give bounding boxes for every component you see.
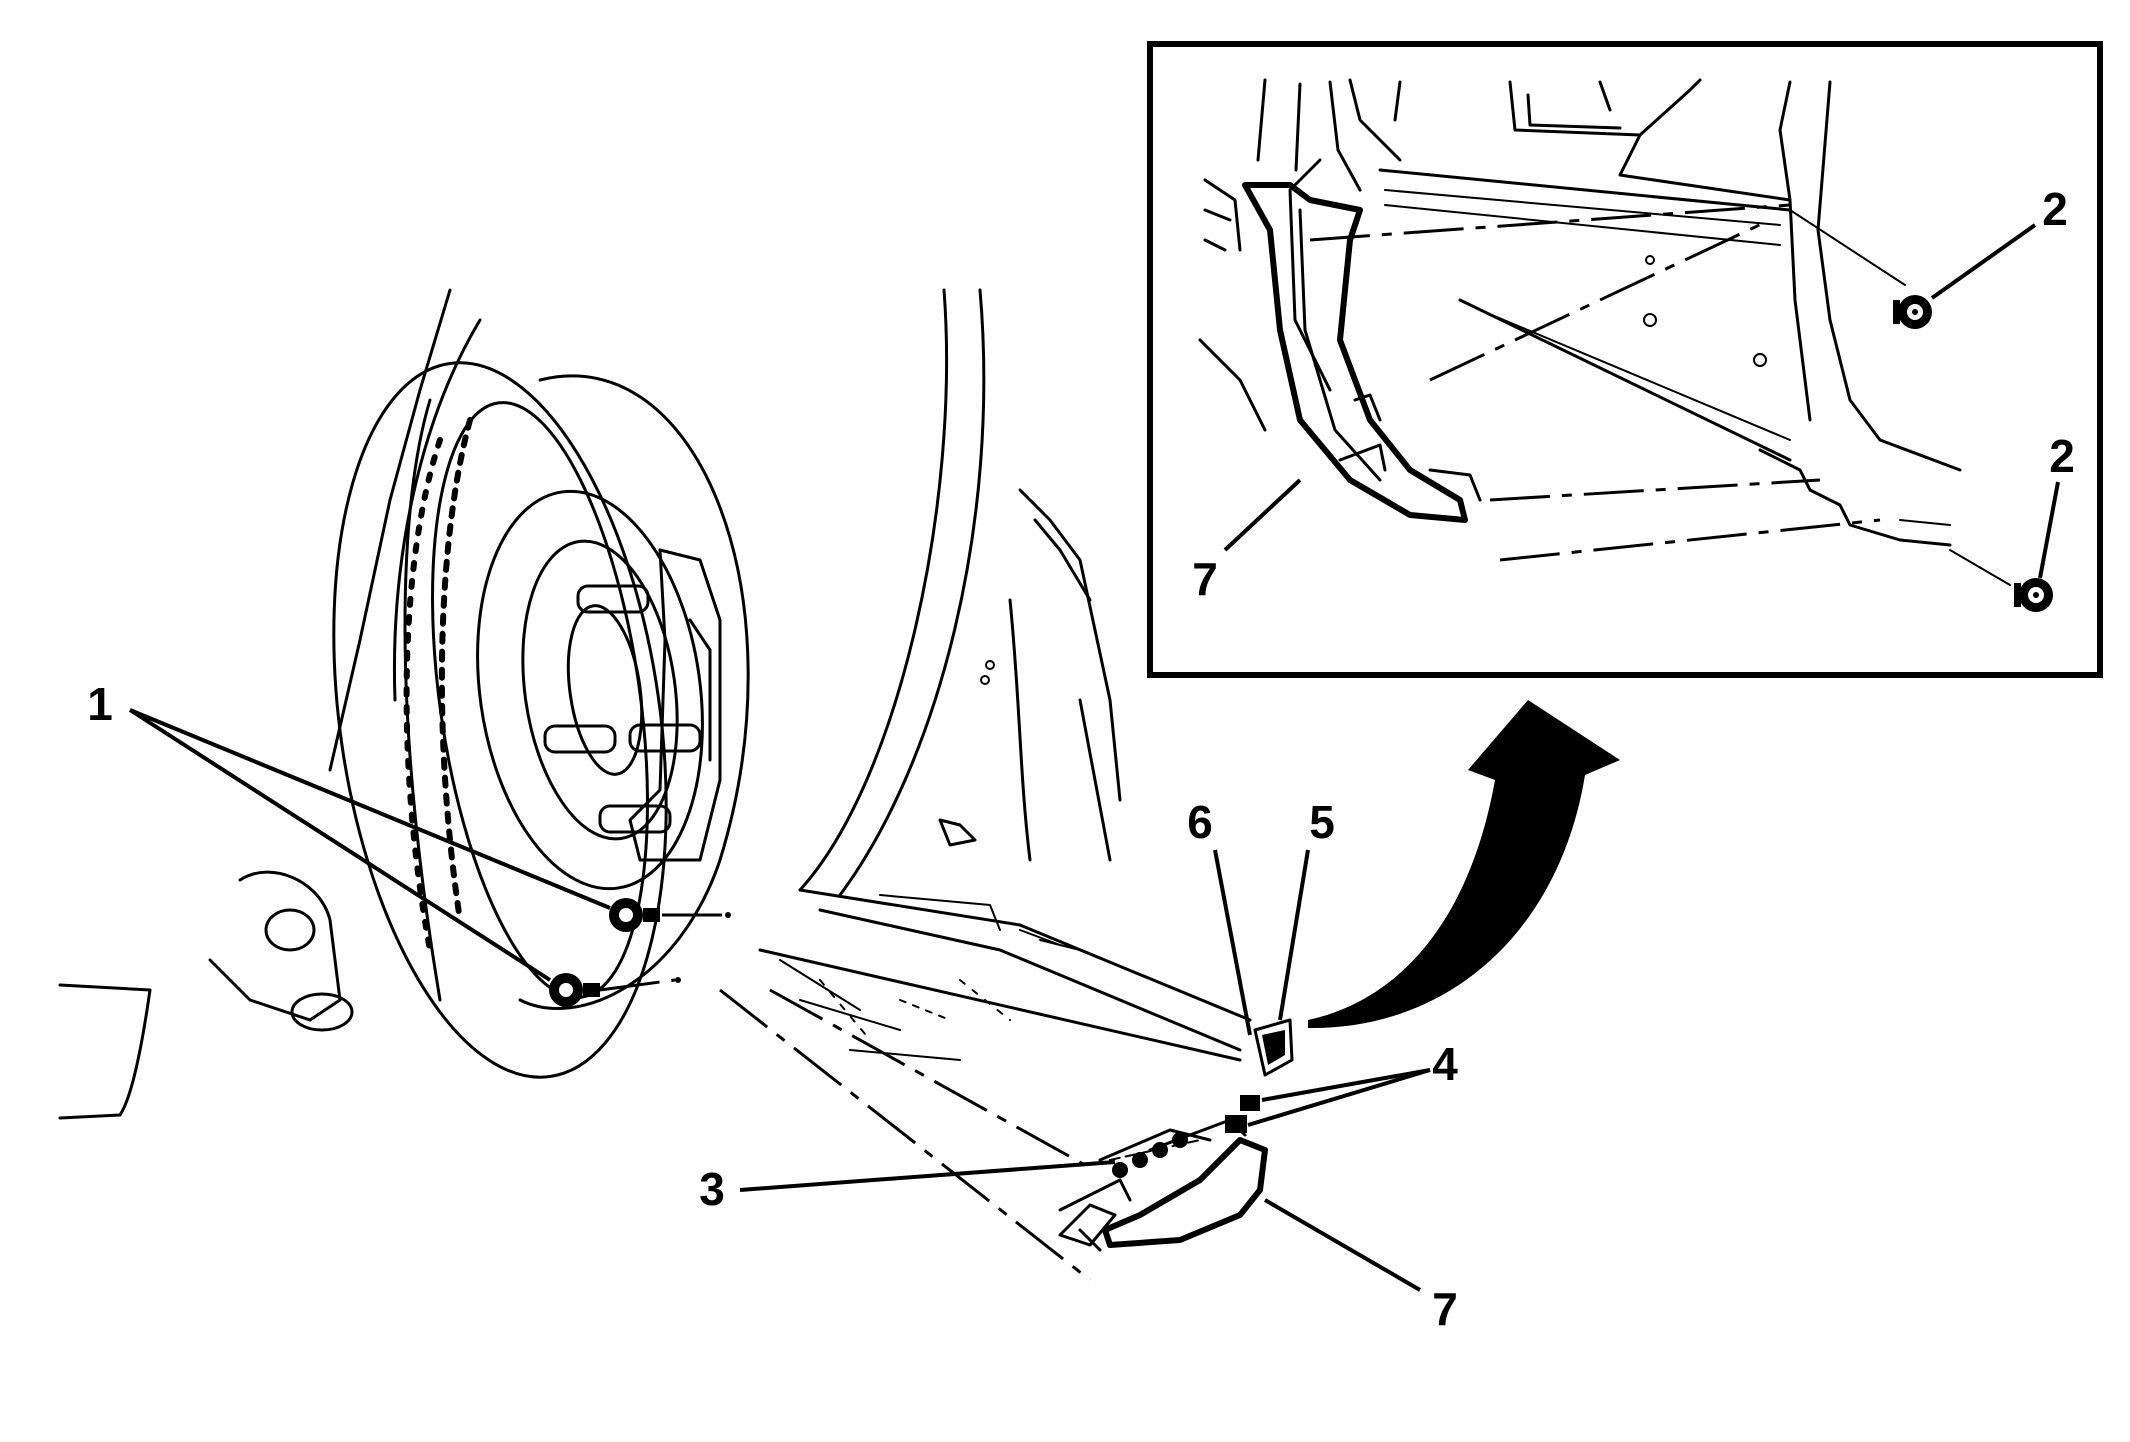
curved-arrow: [1308, 700, 1620, 1029]
bolt-1-lower: [549, 973, 600, 1007]
brake-rotor-assembly: [58, 288, 750, 1120]
detail-inset: 2 2 7: [1147, 41, 2103, 678]
molding-clips: [1112, 1095, 1260, 1178]
inset-guide-lines: [1309, 203, 2011, 586]
inset-rocker-molding: [1242, 182, 1482, 523]
main-guide-lines: [599, 912, 1091, 1282]
brake-caliper: [628, 548, 722, 862]
callout-2-lower: 2: [2049, 430, 2075, 482]
fender-wheelhouse: [798, 288, 1122, 897]
callout-3: 3: [699, 1163, 725, 1215]
inset-frame: [1147, 41, 2103, 678]
bolt-1-upper: [609, 898, 660, 932]
inset-leaders: [1223, 223, 2060, 579]
wheel-studs: [543, 584, 702, 834]
main-leaders: [128, 708, 1431, 1292]
callout-2-upper: 2: [2042, 183, 2068, 235]
callout-4: 4: [1432, 1038, 1458, 1090]
front-clip: [1253, 1018, 1294, 1077]
suspension-knuckle: [58, 870, 354, 1120]
inset-bolt-upper: [1893, 295, 1932, 329]
callout-6: 6: [1187, 796, 1213, 848]
callout-5: 5: [1309, 796, 1335, 848]
rocker-molding-main: [1058, 1018, 1294, 1252]
rocker-panel-body: [758, 888, 1252, 1062]
callout-1: 1: [87, 678, 113, 730]
callout-7-main: 7: [1432, 1283, 1458, 1335]
inset-bolt-lower: [2014, 578, 2053, 612]
inset-body-panel: [1198, 78, 1962, 547]
callout-7-inset: 7: [1192, 553, 1218, 605]
